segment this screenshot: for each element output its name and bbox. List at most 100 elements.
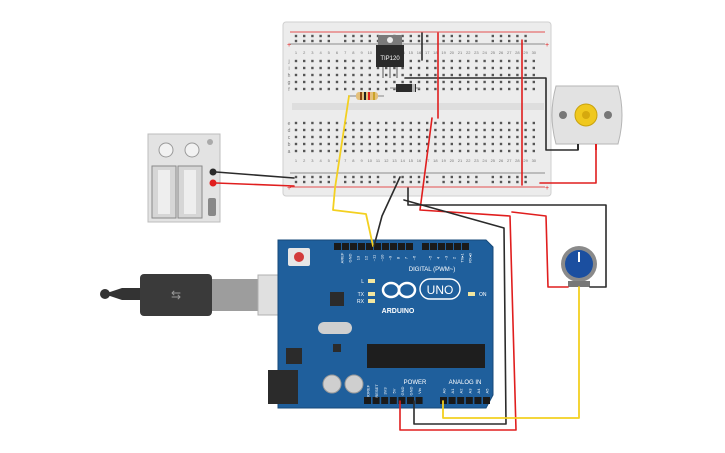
breadboard-hole[interactable] — [417, 73, 421, 77]
breadboard-hole[interactable] — [417, 128, 421, 132]
breadboard-hole[interactable] — [499, 135, 503, 139]
breadboard-hole[interactable] — [360, 135, 363, 139]
breadboard-hole[interactable] — [491, 73, 494, 77]
breadboard-hole[interactable] — [417, 59, 421, 63]
breadboard-hole[interactable] — [475, 80, 478, 84]
breadboard-hole[interactable] — [450, 128, 453, 132]
rail-hole[interactable] — [401, 175, 404, 179]
breadboard-hole[interactable] — [532, 128, 535, 132]
breadboard-hole[interactable] — [385, 128, 388, 132]
breadboard-hole[interactable] — [303, 149, 306, 153]
wire-red-pot[interactable] — [511, 211, 569, 288]
breadboard-hole[interactable] — [294, 59, 298, 63]
breadboard-hole[interactable] — [524, 149, 527, 153]
breadboard-hole[interactable] — [434, 135, 437, 139]
breadboard-hole[interactable] — [327, 142, 330, 146]
header-slot[interactable] — [438, 243, 445, 250]
breadboard-hole[interactable] — [475, 128, 478, 132]
rail-hole[interactable] — [327, 180, 330, 184]
rail-hole[interactable] — [401, 180, 404, 184]
rail-hole[interactable] — [393, 180, 396, 184]
breadboard-hole[interactable] — [385, 87, 388, 91]
breadboard-hole[interactable] — [483, 87, 486, 91]
breadboard-hole[interactable] — [335, 142, 339, 146]
breadboard-hole[interactable] — [393, 128, 396, 132]
wire-black-gnd-2[interactable] — [407, 187, 607, 288]
breadboard-hole[interactable] — [434, 128, 437, 132]
breadboard-hole[interactable] — [475, 149, 478, 153]
rail-hole[interactable] — [491, 34, 494, 38]
breadboard-hole[interactable] — [483, 66, 486, 70]
rail-hole[interactable] — [442, 175, 445, 179]
breadboard-hole[interactable] — [450, 149, 453, 153]
rail-hole[interactable] — [450, 180, 453, 184]
breadboard-hole[interactable] — [491, 121, 494, 125]
rail-hole[interactable] — [311, 34, 314, 38]
breadboard-hole[interactable] — [401, 73, 404, 77]
breadboard-hole[interactable] — [426, 121, 429, 125]
header-slot[interactable] — [422, 243, 429, 250]
breadboard-hole[interactable] — [426, 66, 429, 70]
breadboard-hole[interactable] — [532, 73, 535, 77]
breadboard-hole[interactable] — [467, 142, 470, 146]
breadboard-hole[interactable] — [467, 59, 470, 63]
rail-hole[interactable] — [409, 180, 412, 184]
rail-hole[interactable] — [319, 180, 322, 184]
breadboard-hole[interactable] — [508, 73, 511, 77]
rail-hole[interactable] — [319, 34, 322, 38]
breadboard-hole[interactable] — [368, 80, 371, 84]
breadboard-hole[interactable] — [360, 87, 363, 91]
breadboard-hole[interactable] — [450, 73, 453, 77]
breadboard-hole[interactable] — [360, 142, 363, 146]
breadboard-hole[interactable] — [458, 59, 462, 63]
rail-hole[interactable] — [344, 34, 347, 38]
breadboard-hole[interactable] — [458, 142, 462, 146]
breadboard-hole[interactable] — [385, 80, 388, 84]
wire-black-gnd[interactable] — [373, 176, 401, 247]
breadboard-hole[interactable] — [376, 87, 380, 91]
breadboard-hole[interactable] — [524, 135, 527, 139]
breadboard-hole[interactable] — [311, 149, 314, 153]
breadboard-hole[interactable] — [508, 142, 511, 146]
rail-hole[interactable] — [368, 39, 371, 43]
breadboard-hole[interactable] — [401, 142, 404, 146]
rail-hole[interactable] — [294, 34, 298, 38]
breadboard-hole[interactable] — [467, 135, 470, 139]
breadboard-hole[interactable] — [360, 80, 363, 84]
rail-hole[interactable] — [458, 34, 462, 38]
breadboard-hole[interactable] — [352, 87, 355, 91]
rail-hole[interactable] — [360, 175, 363, 179]
breadboard-hole[interactable] — [319, 73, 322, 77]
breadboard-hole[interactable] — [516, 121, 519, 125]
breadboard-hole[interactable] — [294, 128, 298, 132]
breadboard-hole[interactable] — [483, 149, 486, 153]
breadboard-hole[interactable] — [450, 87, 453, 91]
breadboard-hole[interactable] — [475, 87, 478, 91]
breadboard-hole[interactable] — [516, 128, 519, 132]
breadboard-hole[interactable] — [417, 66, 421, 70]
breadboard-hole[interactable] — [401, 80, 404, 84]
wire-black-gnd-3[interactable] — [403, 199, 507, 425]
breadboard-hole[interactable] — [409, 128, 412, 132]
rail-hole[interactable] — [311, 175, 314, 179]
breadboard-hole[interactable] — [393, 142, 396, 146]
breadboard-hole[interactable] — [434, 80, 437, 84]
breadboard-hole[interactable] — [417, 87, 421, 91]
breadboard-hole[interactable] — [467, 128, 470, 132]
breadboard-hole[interactable] — [475, 66, 478, 70]
breadboard-hole[interactable] — [458, 128, 462, 132]
breadboard-hole[interactable] — [294, 73, 298, 77]
breadboard-hole[interactable] — [508, 59, 511, 63]
breadboard-hole[interactable] — [376, 149, 380, 153]
breadboard-hole[interactable] — [524, 59, 527, 63]
wire-battery-red[interactable] — [215, 182, 295, 187]
wire-motor-black[interactable] — [404, 77, 579, 151]
breadboard-hole[interactable] — [393, 66, 396, 70]
breadboard-hole[interactable] — [344, 66, 347, 70]
breadboard-hole[interactable] — [327, 128, 330, 132]
breadboard-hole[interactable] — [475, 135, 478, 139]
breadboard-hole[interactable] — [352, 135, 355, 139]
rail-hole[interactable] — [499, 34, 503, 38]
rail-hole[interactable] — [458, 180, 462, 184]
